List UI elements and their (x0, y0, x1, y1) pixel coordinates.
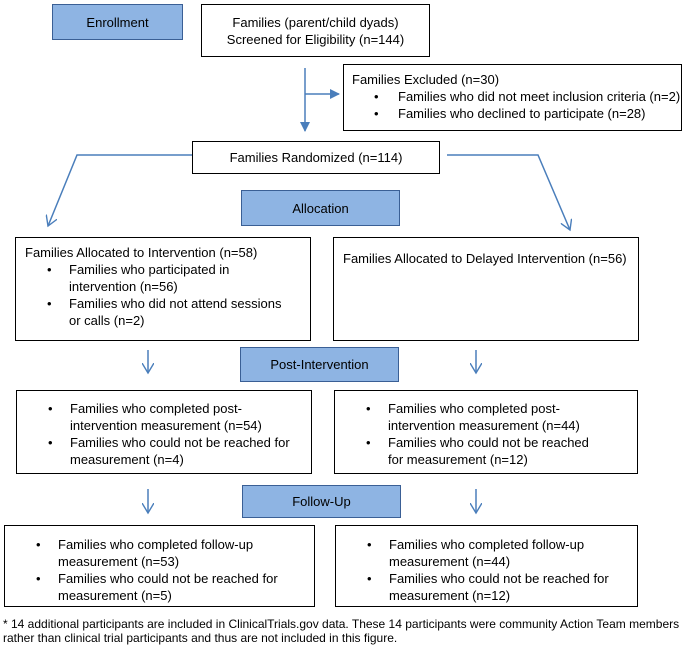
intervention-follow-box: Families who completed follow-up measure… (4, 525, 315, 607)
delayed-post-item: Families who completed post-intervention… (344, 400, 631, 434)
stage-allocation: Allocation (241, 190, 400, 226)
intervention-allocated-box: Families Allocated to Intervention (n=58… (15, 237, 311, 341)
stage-allocation-label: Allocation (292, 200, 349, 216)
intervention-post-item: Families who could not be reached for me… (26, 434, 305, 468)
stage-follow-up-label: Follow-Up (292, 494, 351, 509)
delayed-follow-box: Families who completed follow-up measure… (335, 525, 638, 607)
intervention-allocated-title: Families Allocated to Intervention (n=58… (25, 245, 258, 260)
stage-post-intervention-label: Post-Intervention (270, 357, 369, 372)
arrow-to-delayed (447, 154, 570, 230)
excluded-item: Families who declined to participate (n=… (352, 105, 681, 122)
stage-post-intervention: Post-Intervention (240, 347, 399, 382)
delayed-allocated-title: Families Allocated to Delayed Interventi… (343, 251, 627, 266)
intervention-post-box: Families who completed post-intervention… (16, 390, 312, 474)
excluded-item: Families who did not meet inclusion crit… (352, 88, 681, 105)
screened-line-2: Screened for Eligibility (n=144) (226, 32, 405, 47)
delayed-follow-item: Families who could not be reached for me… (345, 570, 631, 604)
screened-box: Families (parent/child dyads) Screened f… (201, 4, 430, 57)
excluded-box: Families Excluded (n=30) Families who di… (343, 64, 682, 131)
delayed-post-item: Families who could not be reached for me… (344, 434, 631, 468)
delayed-post-box: Families who completed post-intervention… (334, 390, 638, 474)
intervention-post-item: Families who completed post-intervention… (26, 400, 305, 434)
stage-enrollment: Enrollment (52, 4, 183, 40)
intervention-allocated-item: Families who participated in interventio… (25, 261, 304, 295)
stage-follow-up: Follow-Up (242, 485, 401, 518)
intervention-follow-item: Families who could not be reached for me… (14, 570, 308, 604)
excluded-title: Families Excluded (n=30) (352, 72, 500, 87)
randomized-label: Families Randomized (n=114) (229, 150, 403, 165)
intervention-allocated-item: Families who did not attend sessions or … (25, 295, 304, 329)
randomized-box: Families Randomized (n=114) (192, 141, 440, 174)
delayed-allocated-box: Families Allocated to Delayed Interventi… (333, 237, 639, 341)
delayed-follow-item: Families who completed follow-up measure… (345, 536, 631, 570)
stage-enrollment-label: Enrollment (86, 14, 149, 30)
footnote: * 14 additional participants are include… (3, 617, 680, 645)
intervention-follow-item: Families who completed follow-up measure… (14, 536, 308, 570)
arrow-to-intervention (48, 154, 192, 226)
screened-line-1: Families (parent/child dyads) (232, 15, 399, 30)
